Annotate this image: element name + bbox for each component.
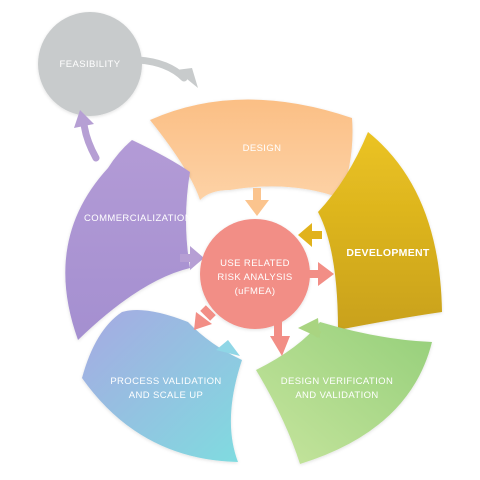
- design-segment: [150, 99, 353, 200]
- feasibility-circle: [38, 12, 142, 116]
- arrow-development-to-center: [298, 223, 322, 247]
- arrow-process-validation-to-center: [216, 340, 240, 356]
- arrow-center-to-process-validation: [194, 305, 216, 330]
- design-verification-stage: DESIGN VERIFICATION AND VALIDATION: [256, 322, 432, 464]
- feasibility-stage: FEASIBILITY: [38, 12, 142, 116]
- process-validation-label-line1: PROCESS VALIDATION: [110, 376, 221, 387]
- arrow-feasibility-to-design-head: [176, 68, 198, 88]
- arrow-verification-to-center: [298, 318, 322, 338]
- design-label: DESIGN: [243, 143, 282, 154]
- arrow-commercialization-to-feasibility-shaft: [80, 120, 100, 162]
- process-validation-stage: PROCESS VALIDATION AND SCALE UP: [82, 309, 242, 462]
- design-stage: DESIGN: [150, 99, 353, 200]
- development-stage: DEVELOPMENT: [318, 132, 442, 330]
- inner-cycle-arrows: [180, 188, 322, 356]
- development-segment: [318, 132, 442, 330]
- design-verification-segment: [256, 322, 432, 464]
- commercialization-stage: COMMERCIALIZATION: [65, 140, 192, 340]
- process-validation-label-line2: AND SCALE UP: [129, 390, 204, 401]
- commercialization-segment: [65, 140, 190, 340]
- center-label-line1: USE RELATED: [220, 258, 290, 269]
- arrow-commercialization-to-feasibility: [74, 110, 100, 162]
- arrow-center-to-development: [308, 262, 334, 286]
- commercialization-label: COMMERCIALIZATION: [84, 213, 192, 224]
- arrow-feasibility-to-design: [134, 56, 198, 88]
- design-verification-label-line2: AND VALIDATION: [295, 390, 378, 401]
- arrow-center-to-verification: [270, 322, 290, 356]
- arrow-design-to-center: [245, 188, 269, 216]
- center-stage: USE RELATED RISK ANALYSIS (uFMEA): [200, 219, 310, 329]
- process-validation-segment: [82, 309, 242, 462]
- arrow-commercialization-to-feasibility-head: [74, 110, 94, 128]
- center-outward-arrows: [194, 262, 334, 356]
- center-label-line2: RISK ANALYSIS: [217, 272, 292, 283]
- design-verification-label-line1: DESIGN VERIFICATION: [281, 376, 393, 387]
- arrow-feasibility-to-design-shaft: [134, 56, 188, 82]
- arrow-commercialization-to-center: [180, 246, 204, 270]
- feasibility-label: FEASIBILITY: [60, 59, 121, 70]
- center-label-line3: (uFMEA): [235, 286, 276, 297]
- center-circle: [200, 219, 310, 329]
- development-label: DEVELOPMENT: [346, 247, 430, 259]
